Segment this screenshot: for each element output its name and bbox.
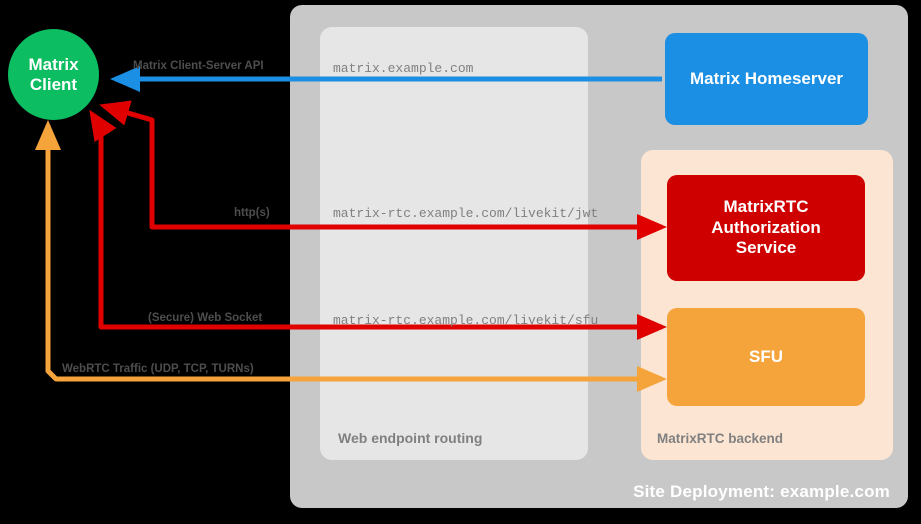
node-matrix-homeserver[interactable]: Matrix Homeserver bbox=[665, 33, 868, 125]
label-endpoint-livekit-sfu: matrix-rtc.example.com/livekit/sfu bbox=[333, 313, 599, 328]
label-protocol-matrix-cs-api: Matrix Client-Server API bbox=[133, 60, 264, 72]
node-sfu-label: SFU bbox=[749, 346, 783, 366]
site-deployment-label: Site Deployment: example.com bbox=[633, 482, 890, 501]
node-auth-line2: Authorization bbox=[711, 217, 821, 237]
label-endpoint-matrix-domain: matrix.example.com bbox=[333, 61, 474, 76]
label-endpoint-livekit-jwt: matrix-rtc.example.com/livekit/jwt bbox=[333, 206, 599, 221]
node-auth-line1: MatrixRTC bbox=[723, 197, 809, 217]
label-protocol-webrtc-traffic: WebRTC Traffic (UDP, TCP, TURNs) bbox=[62, 363, 254, 375]
label-protocol-https: http(s) bbox=[234, 207, 270, 219]
arrow-webrtc-to-client bbox=[35, 120, 662, 382]
web-endpoint-routing-label: Web endpoint routing bbox=[338, 430, 483, 446]
node-auth-line3: Service bbox=[735, 238, 797, 258]
node-matrix-client-line2: Client bbox=[29, 74, 78, 94]
matrixrtc-backend-label: MatrixRTC backend bbox=[657, 431, 784, 446]
node-matrix-client[interactable]: Matrix Client bbox=[8, 29, 99, 120]
node-matrixrtc-authorization-service[interactable]: MatrixRTC Authorization Service bbox=[667, 175, 865, 281]
node-matrix-client-line1: Matrix bbox=[28, 54, 79, 74]
node-sfu[interactable]: SFU bbox=[667, 308, 865, 406]
web-endpoint-routing-container: Web endpoint routing bbox=[320, 27, 588, 460]
node-matrix-homeserver-label: Matrix Homeserver bbox=[689, 68, 844, 88]
label-protocol-websocket: (Secure) Web Socket bbox=[148, 312, 263, 324]
